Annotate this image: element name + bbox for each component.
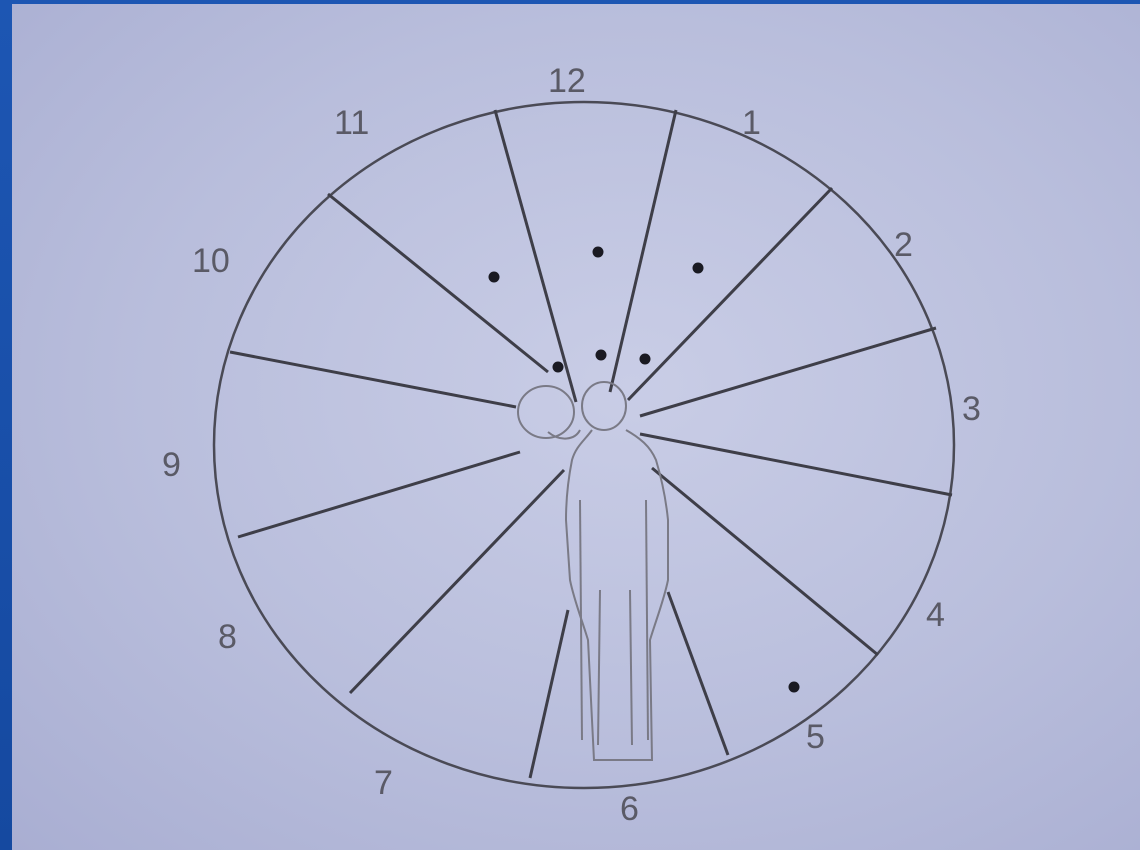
label-10: 10	[192, 242, 230, 280]
dot	[593, 247, 604, 258]
label-2: 2	[894, 226, 913, 264]
label-12: 12	[548, 62, 586, 100]
label-11: 11	[334, 104, 369, 142]
person-figure	[518, 382, 668, 760]
label-8: 8	[218, 618, 237, 656]
label-1: 1	[742, 104, 761, 142]
dot	[789, 682, 800, 693]
label-3: 3	[962, 390, 981, 428]
dot	[693, 263, 704, 274]
sector-lines	[230, 110, 952, 778]
dot	[596, 350, 607, 361]
clock-circle	[214, 102, 954, 788]
dot	[640, 354, 651, 365]
label-9: 9	[162, 446, 181, 484]
clock-labels: 12 1 2 3 4 5 6 7 8 9 10 11	[162, 62, 981, 828]
label-7: 7	[374, 764, 393, 802]
dots	[489, 247, 800, 693]
label-4: 4	[926, 596, 945, 634]
paper-sheet: 12 1 2 3 4 5 6 7 8 9 10 11	[12, 4, 1140, 850]
label-6: 6	[620, 790, 639, 828]
dot	[553, 362, 564, 373]
dot	[489, 272, 500, 283]
clock-diagram: 12 1 2 3 4 5 6 7 8 9 10 11	[12, 4, 1140, 850]
label-5: 5	[806, 718, 825, 756]
